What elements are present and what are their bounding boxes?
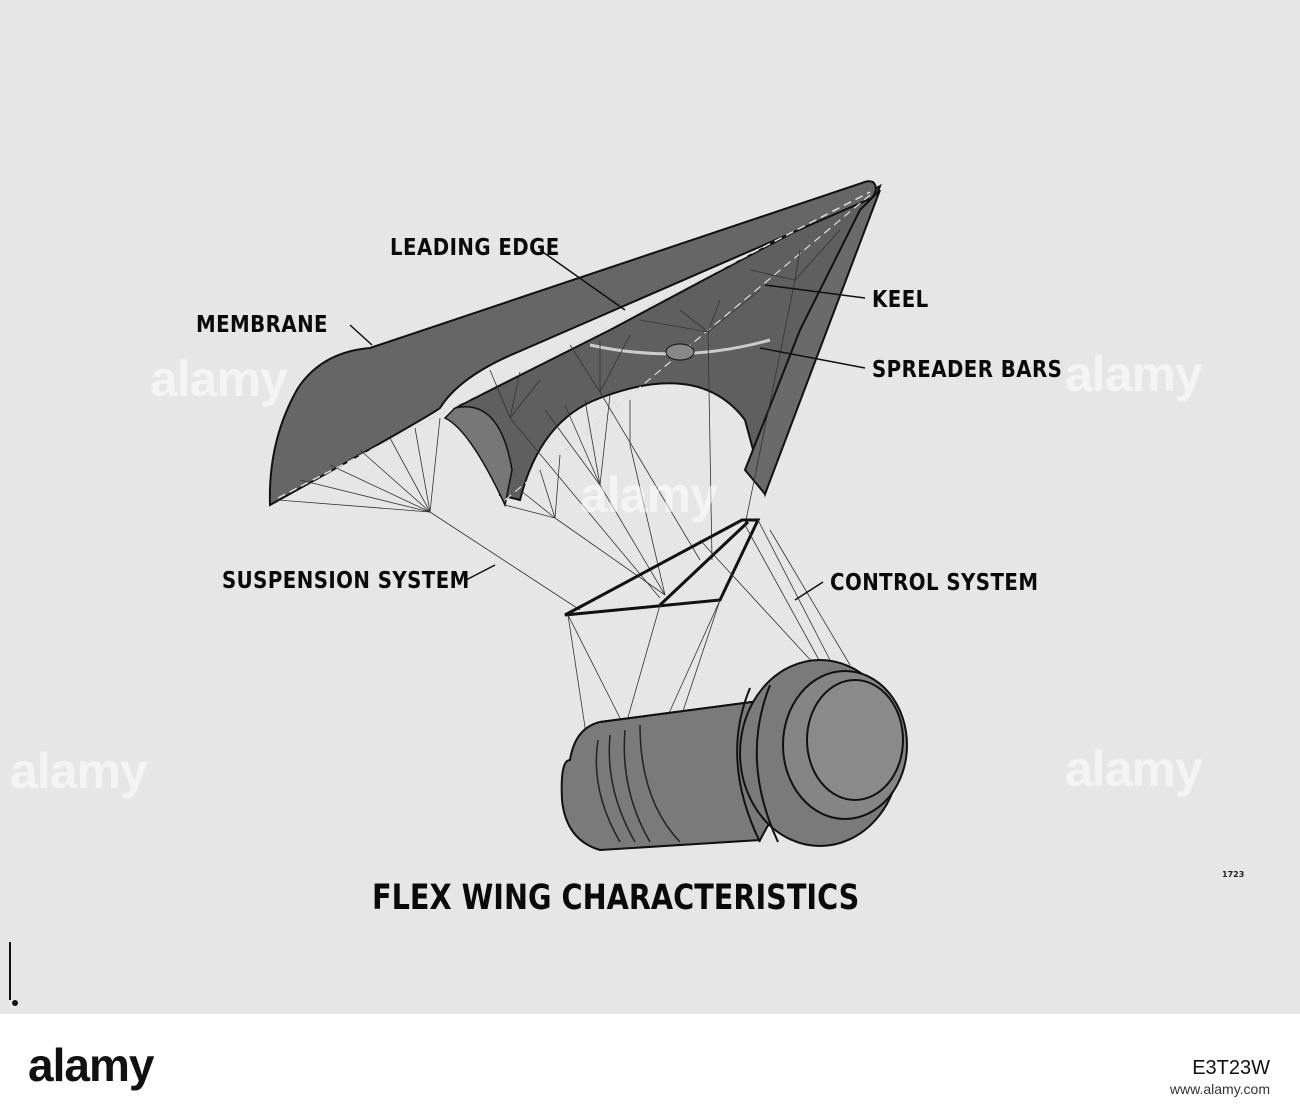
diagram-title: FLEX WING CHARACTERISTICS — [372, 878, 860, 918]
payload-canister — [560, 659, 908, 852]
label-keel: KEEL — [872, 287, 929, 313]
figure-number: 1723 — [1222, 870, 1245, 879]
footer-bar — [0, 1014, 1300, 1104]
label-suspension-system: SUSPENSION SYSTEM — [222, 568, 470, 594]
alamy-logo: alamy — [28, 1039, 154, 1091]
wing-right-panel — [743, 189, 881, 496]
label-leading-edge: LEADING EDGE — [390, 235, 560, 261]
image-id: E3T23W — [1192, 1057, 1270, 1079]
flex-wing-diagram — [9, 180, 908, 1006]
corner-dot — [12, 1000, 18, 1006]
diagram-photo: LEADING EDGE MEMBRANE KEEL SPREADER BARS… — [0, 0, 1300, 1014]
control-frame — [564, 518, 761, 617]
label-spreader-bars: SPREADER BARS — [872, 357, 1063, 383]
label-control-system: CONTROL SYSTEM — [830, 570, 1039, 596]
leader-lines — [349, 249, 866, 601]
spreader-hub — [665, 343, 695, 361]
label-membrane: MEMBRANE — [196, 312, 329, 338]
wing-membrane — [268, 180, 877, 507]
site-url: www.alamy.com — [1169, 1081, 1270, 1097]
payload-lines — [567, 519, 851, 761]
suspension-lines — [277, 229, 841, 611]
leading-edge-line — [277, 191, 871, 499]
